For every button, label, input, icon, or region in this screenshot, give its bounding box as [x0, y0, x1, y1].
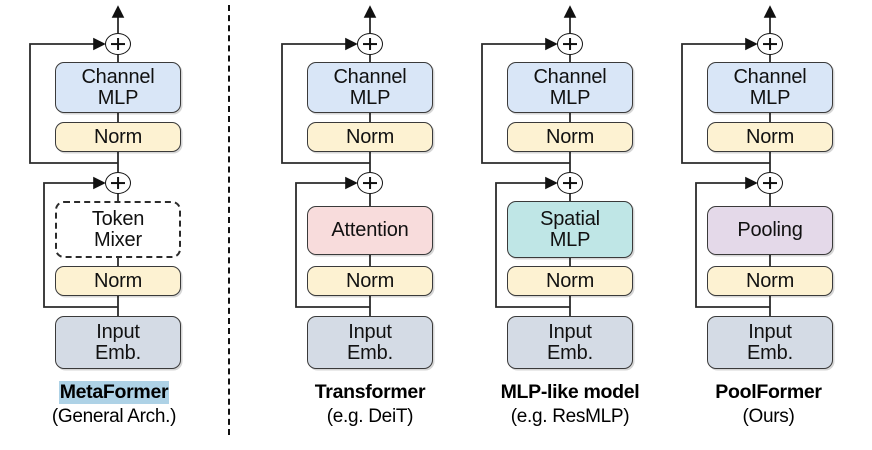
residual-add-icon-bottom[interactable] — [357, 172, 383, 194]
residual-add-icon-top[interactable] — [557, 33, 583, 55]
block-input-emb[interactable]: Input Emb. — [307, 316, 433, 369]
architecture-column-metaformer: Channel MLP Norm Token Mixer Norm Input … — [0, 0, 228, 450]
caption-subtitle: (e.g. ResMLP) — [510, 406, 630, 427]
block-norm-top[interactable]: Norm — [307, 122, 433, 152]
block-norm-top[interactable]: Norm — [55, 122, 181, 152]
block-token-mixer[interactable]: Token Mixer — [55, 201, 181, 258]
block-channel-mlp[interactable]: Channel MLP — [307, 62, 433, 113]
residual-add-icon-top[interactable] — [357, 33, 383, 55]
caption-poolformer: PoolFormer (Ours) — [665, 381, 872, 428]
block-norm-bottom[interactable]: Norm — [707, 266, 833, 296]
residual-add-icon-top[interactable] — [757, 33, 783, 55]
block-attention[interactable]: Attention — [307, 206, 433, 255]
caption-title: Transformer — [314, 381, 426, 403]
block-spatial-mlp[interactable]: Spatial MLP — [507, 201, 633, 258]
caption-title: MLP-like model — [500, 381, 640, 403]
wiring-metaformer — [29, 5, 125, 316]
architecture-column-mlp-like: Channel MLP Norm Spatial MLP Norm Input … — [465, 0, 675, 450]
residual-add-icon-bottom[interactable] — [757, 172, 783, 194]
block-input-emb[interactable]: Input Emb. — [707, 316, 833, 369]
block-input-emb[interactable]: Input Emb. — [55, 316, 181, 369]
caption-title: MetaFormer — [58, 381, 170, 404]
block-norm-bottom[interactable]: Norm — [507, 266, 633, 296]
caption-metaformer: MetaFormer (General Arch.) — [0, 381, 228, 428]
block-input-emb[interactable]: Input Emb. — [507, 316, 633, 369]
wiring-mlp-like — [481, 5, 577, 316]
caption-transformer: Transformer (e.g. DeiT) — [260, 381, 480, 428]
block-norm-top[interactable]: Norm — [707, 122, 833, 152]
architecture-column-transformer: Channel MLP Norm Attention Norm Input Em… — [260, 0, 480, 450]
caption-mlp-like: MLP-like model (e.g. ResMLP) — [465, 381, 675, 428]
block-norm-bottom[interactable]: Norm — [55, 266, 181, 296]
block-channel-mlp[interactable]: Channel MLP — [507, 62, 633, 113]
block-norm-bottom[interactable]: Norm — [307, 266, 433, 296]
residual-add-icon-bottom[interactable] — [557, 172, 583, 194]
block-channel-mlp[interactable]: Channel MLP — [55, 62, 181, 113]
section-divider — [228, 5, 230, 435]
block-pooling[interactable]: Pooling — [707, 206, 833, 255]
residual-add-icon-top[interactable] — [105, 33, 131, 55]
caption-subtitle: (Ours) — [742, 406, 795, 427]
wiring-poolformer — [681, 5, 777, 316]
caption-subtitle: (General Arch.) — [51, 406, 177, 427]
caption-subtitle: (e.g. DeiT) — [326, 406, 414, 427]
architecture-column-poolformer: Channel MLP Norm Pooling Norm Input Emb.… — [665, 0, 872, 450]
block-channel-mlp[interactable]: Channel MLP — [707, 62, 833, 113]
caption-title: PoolFormer — [715, 381, 822, 403]
residual-add-icon-bottom[interactable] — [105, 172, 131, 194]
block-norm-top[interactable]: Norm — [507, 122, 633, 152]
wiring-transformer — [281, 5, 377, 316]
